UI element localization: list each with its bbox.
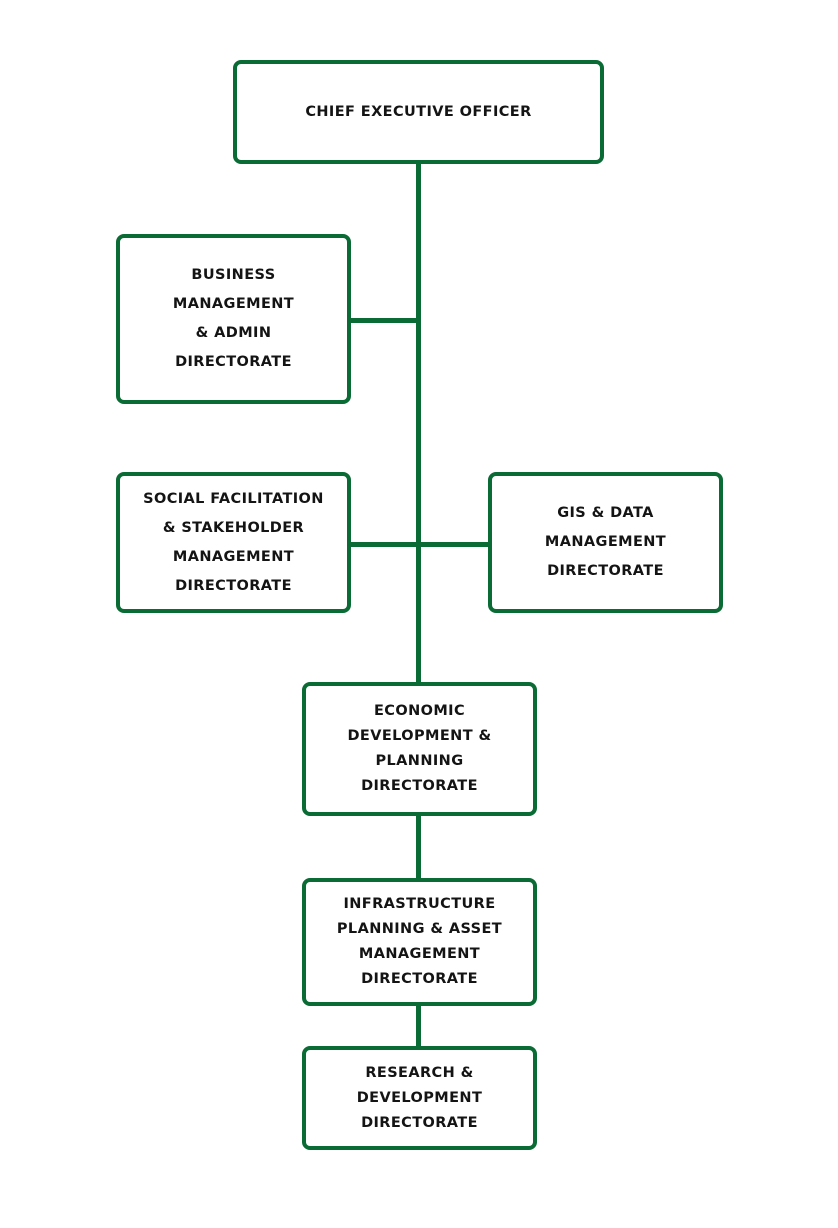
connector-trunk xyxy=(416,160,421,1050)
node-social: SOCIAL FACILITATION & STAKEHOLDER MANAGE… xyxy=(116,472,351,613)
node-infrastructure-label: INFRASTRUCTURE PLANNING & ASSET MANAGEME… xyxy=(336,896,503,987)
node-social-label: SOCIAL FACILITATION & STAKEHOLDER MANAGE… xyxy=(143,490,324,594)
node-research-label: RESEARCH & DEVELOPMENT DIRECTORATE xyxy=(356,1064,483,1131)
connector-business xyxy=(348,318,420,323)
node-economic: ECONOMIC DEVELOPMENT & PLANNING DIRECTOR… xyxy=(302,682,537,816)
node-infrastructure: INFRASTRUCTURE PLANNING & ASSET MANAGEME… xyxy=(302,878,537,1006)
node-gis: GIS & DATA MANAGEMENT DIRECTORATE xyxy=(488,472,723,613)
node-ceo-label: CHIEF EXECUTIVE OFFICER xyxy=(305,103,532,120)
node-business: BUSINESS MANAGEMENT & ADMIN DIRECTORATE xyxy=(116,234,351,404)
node-gis-label: GIS & DATA MANAGEMENT DIRECTORATE xyxy=(544,505,667,579)
node-business-label: BUSINESS MANAGEMENT & ADMIN DIRECTORATE xyxy=(172,267,295,370)
node-ceo: CHIEF EXECUTIVE OFFICER xyxy=(233,60,604,164)
node-economic-label: ECONOMIC DEVELOPMENT & PLANNING DIRECTOR… xyxy=(347,703,492,794)
connector-social-gis xyxy=(348,542,490,547)
node-research: RESEARCH & DEVELOPMENT DIRECTORATE xyxy=(302,1046,537,1150)
